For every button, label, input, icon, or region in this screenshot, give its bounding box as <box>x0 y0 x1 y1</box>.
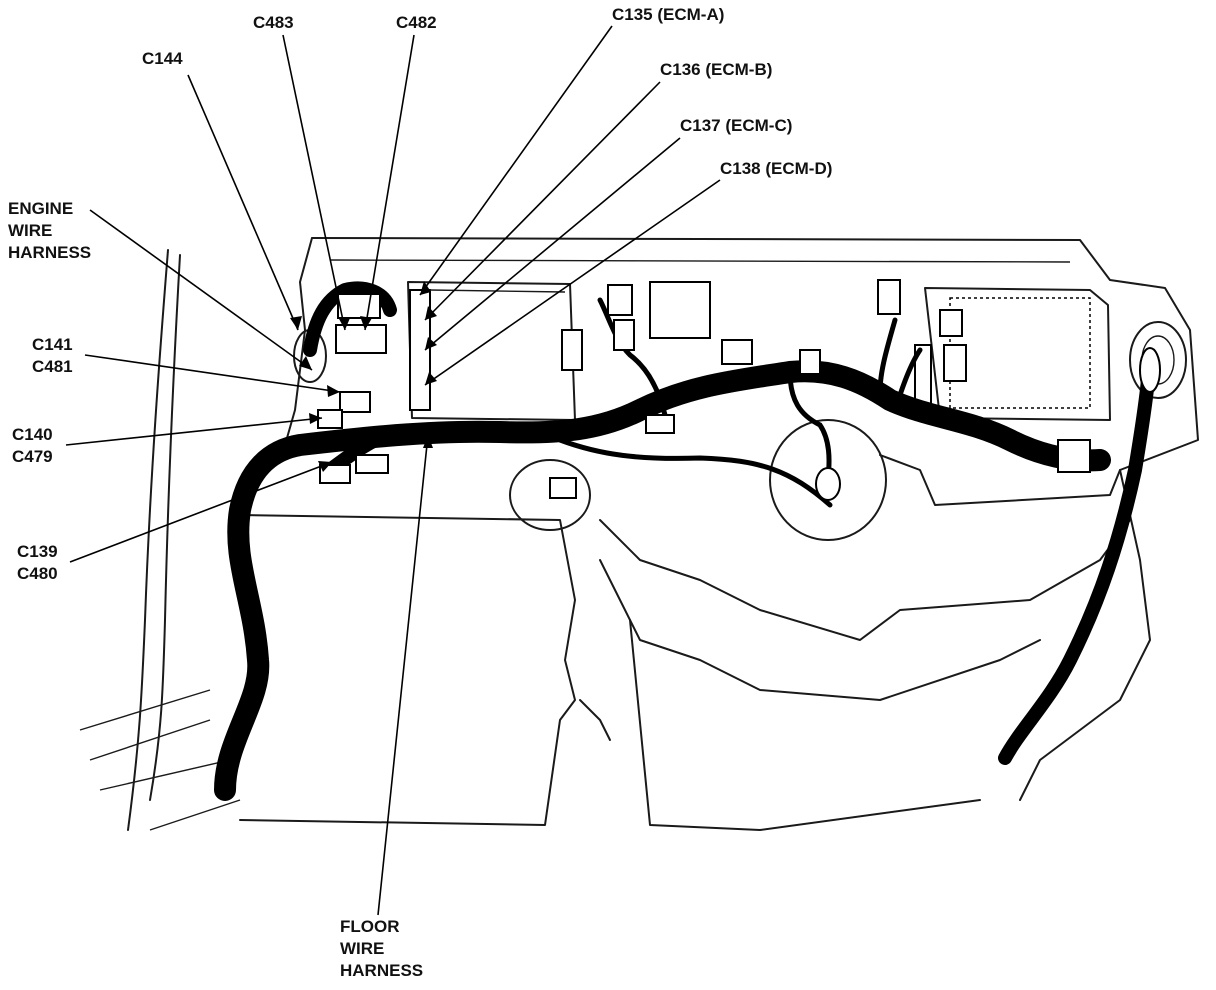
floor-harness-line-3: HARNESS <box>340 961 424 980</box>
leader-c139-c480 <box>69 461 333 563</box>
leader-lines <box>65 25 721 916</box>
leader-c483 <box>282 34 346 331</box>
leader-c135 <box>419 25 613 296</box>
label-c135-ecm-a: C135 (ECM-A) <box>612 5 725 24</box>
label-c136-ecm-b: C136 (ECM-B) <box>660 60 773 79</box>
leader-floor-harness <box>377 434 429 916</box>
label-c141-c481: C141 C481 <box>32 334 73 378</box>
engine-harness-line-2: WIRE <box>8 221 53 240</box>
leader-c138 <box>424 179 721 386</box>
label-c137-ecm-c: C137 (ECM-C) <box>680 116 793 135</box>
dash-panel-outline <box>239 237 1199 831</box>
c481-text: C481 <box>32 357 73 376</box>
c141-text: C141 <box>32 335 73 354</box>
leader-c140-c479 <box>65 417 323 446</box>
label-c139-c480: C139 C480 <box>17 541 58 585</box>
control-unit-right <box>914 287 1111 421</box>
leader-c144 <box>187 74 299 331</box>
engine-harness-line-3: HARNESS <box>8 243 92 262</box>
c479-text: C479 <box>12 447 53 466</box>
label-c138-ecm-d: C138 (ECM-D) <box>720 159 833 178</box>
leader-c137 <box>424 137 681 351</box>
c139-text: C139 <box>17 542 58 561</box>
label-c482: C482 <box>396 13 437 32</box>
arrow-heads <box>290 281 437 472</box>
floor-harness-line-1: FLOOR <box>340 917 400 936</box>
leader-c141-c481 <box>84 354 341 393</box>
ecm-unit <box>407 281 576 421</box>
c140-text: C140 <box>12 425 53 444</box>
leader-engine-harness <box>89 209 313 371</box>
floor-harness-line-2: WIRE <box>340 939 385 958</box>
label-c140-c479: C140 C479 <box>12 424 53 468</box>
label-c483: C483 <box>253 13 294 32</box>
leader-c482 <box>364 34 415 331</box>
c480-text: C480 <box>17 564 58 583</box>
floor-wire-harness-graphic <box>214 281 1155 801</box>
connector-blocks <box>317 279 1161 501</box>
leader-c136 <box>424 81 661 321</box>
engine-harness-line-1: ENGINE <box>8 199 74 218</box>
label-engine-wire-harness: ENGINE WIRE HARNESS <box>8 198 91 264</box>
body-side-lines <box>79 249 241 831</box>
label-c144: C144 <box>142 49 183 68</box>
label-floor-wire-harness: FLOOR WIRE HARNESS <box>340 916 423 982</box>
